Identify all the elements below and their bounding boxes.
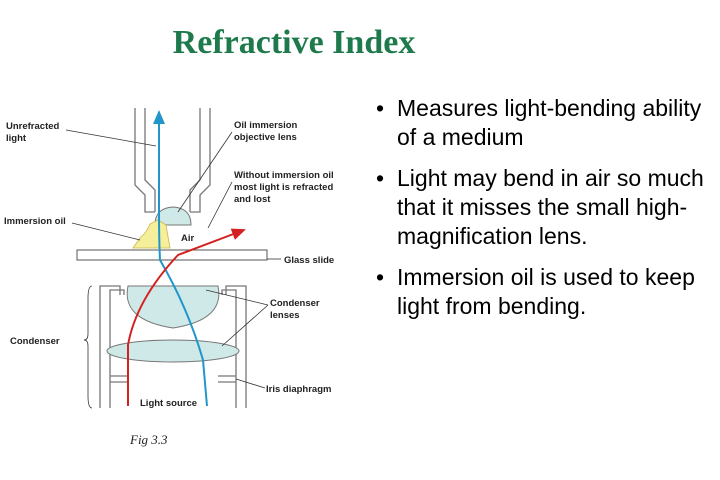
bullet-item: • Measures light-bending ability of a med…: [370, 94, 715, 152]
bullet-item: • Immersion oil is used to keep light fro…: [370, 263, 715, 321]
glass-slide: [76, 249, 268, 261]
label-light-source: Light source: [140, 398, 197, 409]
label-immersion-oil: Immersion oil: [4, 216, 66, 227]
label-glass-slide: Glass slide: [284, 255, 334, 266]
condenser-lens-top: [126, 285, 220, 329]
blue-ray: [153, 110, 208, 407]
objective-housing: [134, 108, 211, 213]
label-air: Air: [181, 233, 195, 244]
red-ray: [127, 228, 246, 406]
bullet-list: • Measures light-bending ability of a med…: [370, 94, 715, 333]
bullet-text: Light may bend in air so much that it mi…: [397, 165, 704, 249]
immersion-oil-drop: [132, 219, 171, 249]
figure-caption: Fig 3.3: [130, 432, 168, 447]
objective-lens: [154, 206, 192, 226]
label-condenser: Condenser: [10, 336, 60, 347]
condenser-lens-bottom: [106, 339, 240, 363]
slide-title: Refractive Index: [172, 24, 416, 61]
label-iris-diaphragm: Iris diaphragm: [266, 384, 331, 395]
bullet-item: • Light may bend in air so much that it m…: [370, 164, 715, 251]
bullet-text: Immersion oil is used to keep light from…: [397, 264, 695, 319]
bullet-dot: •: [376, 95, 385, 121]
leader-lines: [65, 129, 281, 409]
bullet-text: Measures light-bending ability of a medi…: [397, 95, 702, 150]
bullet-dot: •: [376, 264, 385, 290]
bullet-dot: •: [376, 165, 385, 191]
